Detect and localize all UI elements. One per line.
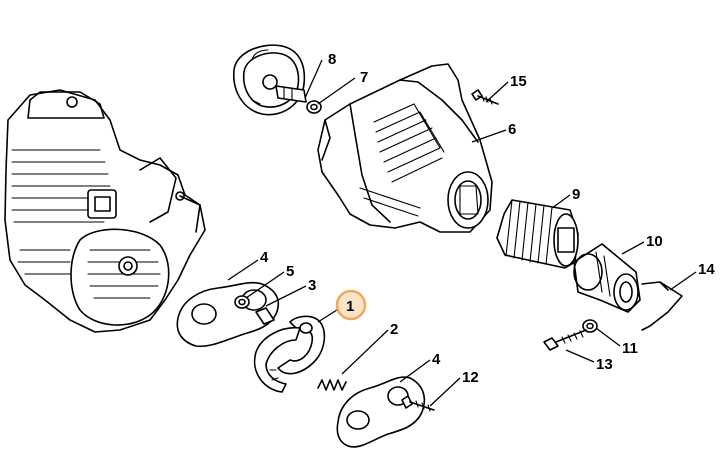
- screw-6: [401, 395, 435, 412]
- engine-block: [4, 89, 206, 333]
- callout-5[interactable]: 5: [286, 263, 294, 280]
- carrier-plate-left: [176, 281, 280, 348]
- callout-7[interactable]: 6: [508, 121, 516, 138]
- callout-15[interactable]: 15: [510, 73, 527, 90]
- screw-15: [471, 89, 499, 105]
- callout-4-upper[interactable]: 4: [260, 249, 269, 266]
- callout-9[interactable]: 8: [328, 51, 336, 68]
- clutch-shoe-lining: [253, 327, 301, 393]
- sleeve-11: [573, 243, 641, 313]
- callout-13[interactable]: 13: [596, 356, 613, 373]
- bush-3: [255, 307, 275, 325]
- washer-5: [234, 295, 250, 309]
- callout-4-lower[interactable]: 4: [432, 351, 441, 368]
- callout-10[interactable]: 9: [572, 186, 580, 203]
- callout-11[interactable]: 10: [646, 233, 663, 250]
- callout-8[interactable]: 7: [360, 69, 368, 86]
- clutch-housing: [317, 63, 493, 233]
- callout-2[interactable]: 2: [390, 321, 398, 338]
- callouts: 8 7 15 6 9 10 14 11 13 4 5 3 1 2 4 12: [260, 51, 715, 386]
- screw-13: [543, 329, 587, 351]
- wire-clip-14: [641, 281, 683, 331]
- washer-8: [306, 100, 322, 114]
- coupling-10: [496, 199, 579, 269]
- spring: [317, 379, 347, 391]
- callout-1[interactable]: 1: [346, 298, 354, 315]
- washer-12: [582, 319, 598, 333]
- clutch-drum: [233, 44, 307, 116]
- highlight-circle: [335, 289, 367, 321]
- callout-3[interactable]: 3: [308, 277, 316, 294]
- callout-6[interactable]: 12: [462, 369, 479, 386]
- callout-14[interactable]: 14: [698, 261, 715, 278]
- callout-1-highlighted[interactable]: 1: [335, 289, 367, 321]
- clutch-shoe: [277, 315, 326, 375]
- carrier-plate-right: [336, 376, 426, 448]
- leader-lines: [227, 59, 697, 407]
- callout-12[interactable]: 11: [622, 340, 638, 357]
